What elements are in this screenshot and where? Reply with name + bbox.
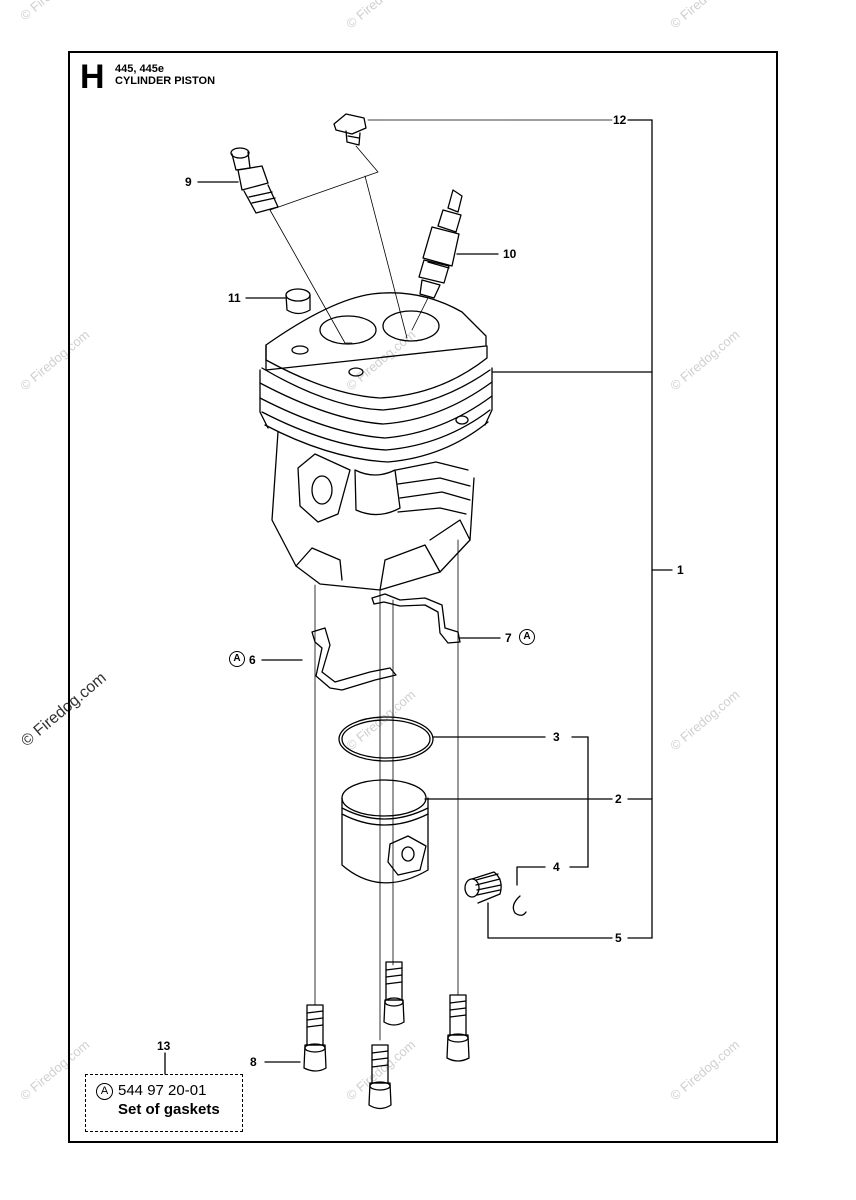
leader-5 xyxy=(487,902,613,939)
cap-11 xyxy=(285,288,311,315)
callout-2: 2 xyxy=(615,792,622,806)
guide-line xyxy=(269,209,353,344)
section-letter: H xyxy=(80,58,105,96)
model-label: 445, 445e xyxy=(115,63,164,75)
callout-6: 6 xyxy=(249,653,256,667)
gasket-6 xyxy=(311,627,397,691)
piston-2 xyxy=(341,779,429,884)
page-title: CYLINDER PISTON xyxy=(115,75,216,87)
spark-plug-10 xyxy=(411,189,463,331)
callout-12: 12 xyxy=(613,113,627,127)
bracket-3-4 xyxy=(432,736,589,886)
callout-4: 4 xyxy=(553,860,560,874)
kit-description: Set of gaskets xyxy=(118,1101,220,1118)
circlip-4 xyxy=(512,895,527,916)
plug-12 xyxy=(333,113,367,146)
guide-line xyxy=(364,175,408,339)
cylinder-1 xyxy=(259,292,493,591)
callout-8: 8 xyxy=(250,1055,257,1069)
guide-line xyxy=(269,145,379,211)
gasket-kit-marker: A xyxy=(519,629,535,645)
gasket-7 xyxy=(371,593,461,644)
bolt-8 xyxy=(446,994,470,1062)
callout-11: 11 xyxy=(228,291,241,305)
bolt-8 xyxy=(383,961,405,1026)
callout-7: 7 xyxy=(505,631,512,645)
bolt-8 xyxy=(303,1004,327,1072)
callout-3: 3 xyxy=(553,730,560,744)
needle-bearing-5 xyxy=(464,871,502,904)
callout-13: 13 xyxy=(157,1039,171,1053)
gasket-set-box xyxy=(85,1074,243,1132)
kit-part-number: 544 97 20-01 xyxy=(118,1082,207,1099)
assembly-bracket xyxy=(492,119,673,939)
gasket-kit-marker: A xyxy=(96,1083,113,1100)
piston-ring-3 xyxy=(338,716,434,762)
diagram-frame xyxy=(68,51,778,1143)
callout-5: 5 xyxy=(615,931,622,945)
bolt-8 xyxy=(368,1044,392,1110)
callout-10: 10 xyxy=(503,247,517,261)
callout-1: 1 xyxy=(677,563,684,577)
callout-9: 9 xyxy=(185,175,192,189)
gasket-kit-marker: A xyxy=(229,651,245,667)
decompression-valve-9 xyxy=(230,147,279,214)
